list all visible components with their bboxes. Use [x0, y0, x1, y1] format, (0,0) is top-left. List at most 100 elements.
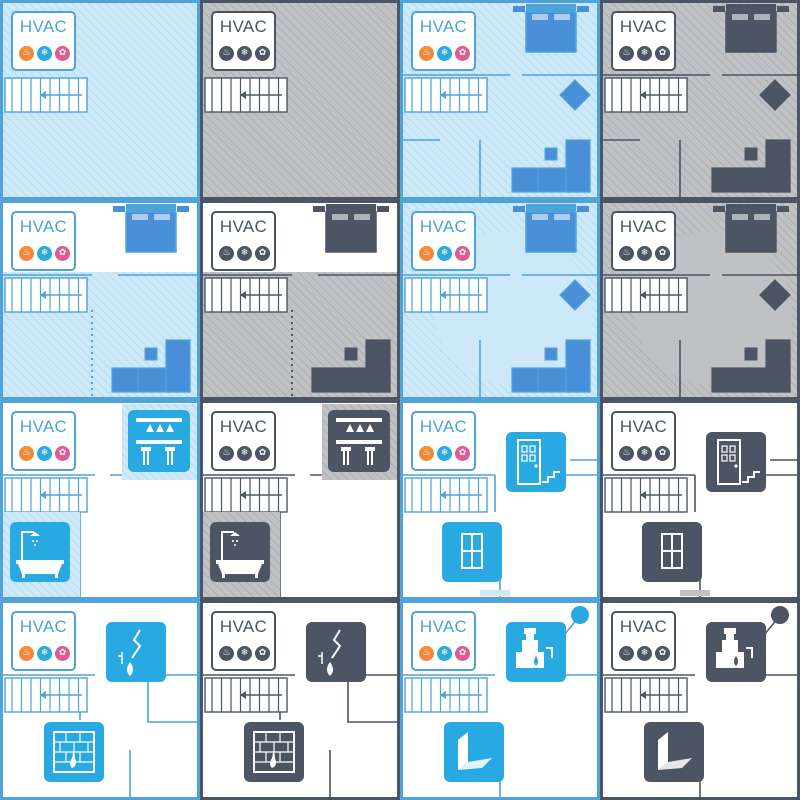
floor-plan — [600, 600, 800, 800]
floor-plan — [200, 400, 400, 600]
hvac-label: HVAC — [219, 617, 268, 636]
hvac-label: HVAC — [219, 217, 268, 236]
door-icon — [706, 432, 766, 492]
snowflake-icon: ❄ — [37, 446, 52, 461]
hvac-tile-door-window-gray[interactable]: HVAC♨❄✿ — [600, 400, 800, 600]
side-table-icon — [759, 279, 791, 311]
hvac-tile-bar-bath-gray[interactable]: HVAC♨❄✿ — [200, 400, 400, 600]
hvac-label: HVAC — [419, 217, 468, 236]
bar-counter-icon — [128, 410, 190, 472]
snowflake-icon: ❄ — [237, 46, 252, 61]
flame-icon: ♨ — [219, 46, 234, 61]
sofa-icon — [311, 339, 391, 393]
floor-plan — [600, 200, 800, 400]
fan-icon: ✿ — [255, 446, 270, 461]
hvac-badge: HVAC♨❄✿ — [211, 611, 276, 671]
hvac-badge: HVAC♨❄✿ — [11, 211, 76, 271]
sump-pump-icon — [706, 622, 766, 682]
hvac-tile-full-room-blue[interactable]: HVAC♨❄✿ — [400, 0, 600, 200]
wall-crack-leak-icon — [106, 622, 166, 682]
fan-icon: ✿ — [55, 46, 70, 61]
staircase — [204, 77, 288, 113]
window-icon — [642, 522, 702, 582]
bar-counter-icon — [328, 410, 390, 472]
flame-icon: ♨ — [619, 446, 634, 461]
foundation-leak-icon — [244, 722, 304, 782]
snowflake-icon: ❄ — [437, 46, 452, 61]
fan-icon: ✿ — [55, 446, 70, 461]
hvac-tile-crack-wall-gray[interactable]: HVAC♨❄✿ — [200, 600, 400, 800]
flame-icon: ♨ — [419, 646, 434, 661]
staircase — [4, 477, 88, 513]
hvac-tile-bar-bath-blue[interactable]: HVAC♨❄✿ — [0, 400, 200, 600]
flame-icon: ♨ — [219, 446, 234, 461]
hvac-tile-full-room-gray[interactable]: HVAC♨❄✿ — [600, 0, 800, 200]
staircase — [404, 677, 488, 713]
fan-icon: ✿ — [255, 46, 270, 61]
hvac-tile-partial-room-gray[interactable]: HVAC♨❄✿ — [200, 200, 400, 400]
hvac-badge: HVAC♨❄✿ — [411, 411, 476, 471]
hvac-badge: HVAC♨❄✿ — [411, 11, 476, 71]
staircase — [404, 477, 488, 513]
hvac-tile-blob-room-blue[interactable]: HVAC ♨❄✿ — [400, 200, 600, 400]
snowflake-icon: ❄ — [637, 46, 652, 61]
hvac-label: HVAC — [619, 417, 668, 436]
bed-icon — [513, 204, 589, 253]
flame-icon: ♨ — [419, 246, 434, 261]
foundation-leak-icon — [44, 722, 104, 782]
hvac-tile-pump-basement-blue[interactable]: HVAC♨❄✿ — [400, 600, 600, 800]
hvac-tile-pump-basement-gray[interactable]: HVAC♨❄✿ — [600, 600, 800, 800]
hvac-tile-door-window-blue[interactable]: HVAC♨❄✿ — [400, 400, 600, 600]
hvac-tile-empty-room-gray[interactable]: HVAC ♨❄✿ — [200, 0, 400, 200]
snowflake-icon: ❄ — [37, 246, 52, 261]
floor-plan — [400, 200, 600, 400]
fan-icon: ✿ — [655, 446, 670, 461]
staircase — [404, 277, 488, 313]
staircase — [4, 77, 88, 113]
fan-icon: ✿ — [655, 646, 670, 661]
hvac-label: HVAC — [619, 17, 668, 36]
hvac-badge: HVAC♨❄✿ — [11, 411, 76, 471]
sofa-icon — [111, 339, 191, 393]
snowflake-icon: ❄ — [637, 646, 652, 661]
hvac-label: HVAC — [219, 17, 268, 36]
bed-icon — [113, 204, 189, 253]
hvac-tile-partial-room-blue[interactable]: HVAC♨❄✿ — [0, 200, 200, 400]
snowflake-icon: ❄ — [437, 246, 452, 261]
fan-icon: ✿ — [455, 246, 470, 261]
flame-icon: ♨ — [619, 646, 634, 661]
fan-icon: ✿ — [55, 646, 70, 661]
staircase — [604, 677, 688, 713]
wall-crack-leak-icon — [306, 622, 366, 682]
bed-icon — [713, 4, 789, 53]
snowflake-icon: ❄ — [437, 446, 452, 461]
flame-icon: ♨ — [19, 246, 34, 261]
hvac-badge: HVAC♨❄✿ — [611, 411, 676, 471]
hvac-tile-blob-room-gray[interactable]: HVAC♨❄✿ — [600, 200, 800, 400]
hvac-label: HVAC — [19, 217, 68, 236]
hvac-tile-empty-room-blue[interactable]: HVAC♨❄✿ — [0, 0, 200, 200]
hvac-badge: HVAC♨❄✿ — [611, 611, 676, 671]
snowflake-icon: ❄ — [37, 646, 52, 661]
status-dot — [771, 606, 789, 624]
flame-icon: ♨ — [619, 246, 634, 261]
hvac-badge: HVAC♨❄✿ — [11, 611, 76, 671]
floor-drain-icon — [644, 722, 704, 782]
side-table-icon — [559, 279, 591, 311]
door-icon — [506, 432, 566, 492]
hvac-badge: HVAC♨❄✿ — [211, 211, 276, 271]
sofa-icon — [711, 139, 791, 193]
hvac-label: HVAC — [619, 217, 668, 236]
staircase — [204, 477, 288, 513]
staircase — [404, 77, 488, 113]
snowflake-icon: ❄ — [237, 646, 252, 661]
staircase — [204, 677, 288, 713]
staircase — [604, 77, 688, 113]
fan-icon: ✿ — [455, 446, 470, 461]
hvac-label: HVAC — [19, 417, 68, 436]
staircase — [604, 477, 688, 513]
hvac-tile-crack-wall-blue[interactable]: HVAC♨❄✿ — [0, 600, 200, 800]
fan-icon: ✿ — [455, 646, 470, 661]
side-table-icon — [559, 79, 591, 111]
